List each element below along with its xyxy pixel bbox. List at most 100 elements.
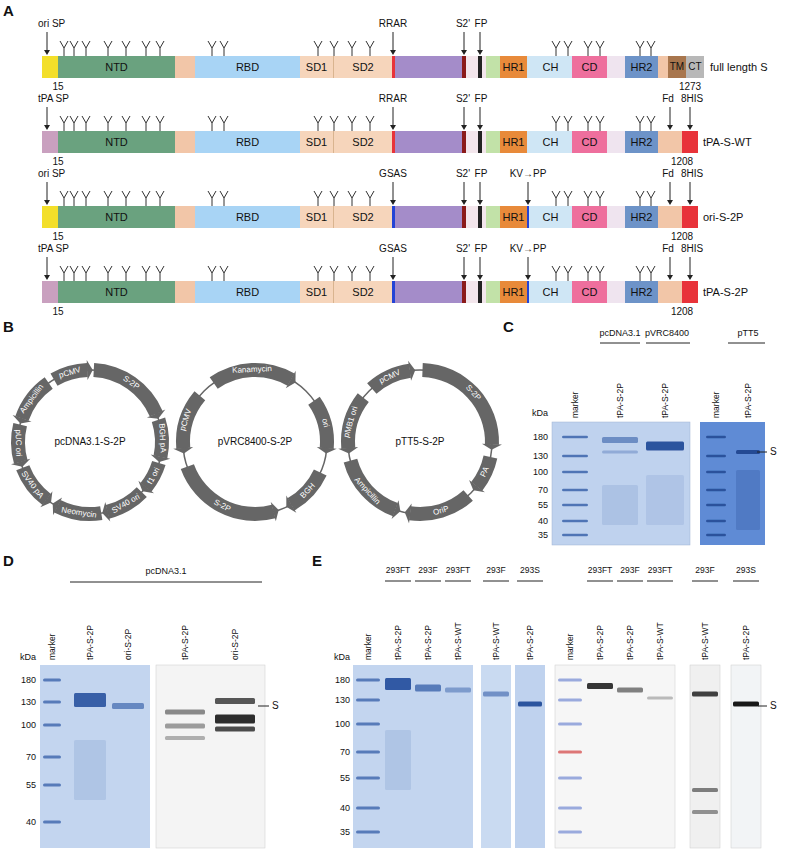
feature-arrowhead <box>147 410 165 419</box>
glycan-symbol <box>348 266 356 281</box>
pointer-arrow <box>670 107 671 126</box>
pointer-arrow <box>47 32 48 51</box>
domain-box: NTD <box>58 131 175 153</box>
mutation-label: KV→PP <box>510 168 547 180</box>
domain-segment <box>42 56 58 78</box>
residue-number: 15 <box>52 156 63 168</box>
construct-name: tPA-S-WT <box>703 136 752 149</box>
arrow-head <box>667 275 673 280</box>
arrow-head <box>525 200 531 205</box>
lane-label: marker <box>565 634 575 660</box>
domain-segment <box>462 206 466 228</box>
band-pointer <box>758 706 767 707</box>
mw-label: 70 <box>538 485 548 495</box>
domain-segment <box>392 131 395 153</box>
domain-segment <box>42 131 58 153</box>
lane-label: tPA-S-2P <box>615 383 625 418</box>
plasmid-name-box: pTT5-S-2P <box>392 435 449 449</box>
panel-letter: D <box>3 552 14 569</box>
arrow-head <box>390 275 396 280</box>
glycan-symbol <box>70 41 78 56</box>
domain-name: CD <box>582 62 598 73</box>
protein-band <box>415 685 441 692</box>
domain-box: RBD <box>195 281 300 303</box>
domain-name: SD1 <box>306 137 327 148</box>
gel-image <box>40 665 150 848</box>
domain-name: CH <box>543 62 559 73</box>
glycan-symbol <box>552 266 560 281</box>
site-label: FP <box>475 93 488 105</box>
header-rule <box>517 581 543 582</box>
feature-arrowhead <box>286 371 296 388</box>
glycan-symbol <box>156 41 164 56</box>
protein-band <box>558 699 582 702</box>
domain-name: TM <box>670 62 684 72</box>
glycan-symbol <box>122 116 130 131</box>
glycan-symbol <box>348 191 356 206</box>
glycan-symbol <box>142 116 150 131</box>
arrow-head <box>44 50 50 55</box>
glycan-symbol <box>647 191 655 206</box>
gel-image <box>700 422 765 545</box>
domain-name: NTD <box>105 287 128 298</box>
domain-name: HR1 <box>502 137 524 148</box>
tag-label: 8HIS <box>681 168 703 180</box>
domain-box: NTD <box>58 56 175 78</box>
arrow-head <box>44 275 50 280</box>
tag-label: Fd <box>662 93 674 105</box>
domain-name: CH <box>543 287 559 298</box>
pointer-arrow <box>528 182 529 201</box>
protein-band <box>736 450 760 454</box>
band-pointer <box>258 706 269 707</box>
lane-label: tPA-S-2P <box>85 625 95 660</box>
glycan-symbol <box>636 191 644 206</box>
vector-header: pTT5 <box>737 328 758 338</box>
site-label: GSAS <box>379 168 407 180</box>
header-rule <box>617 581 643 582</box>
pointer-arrow <box>480 107 481 126</box>
glycan-symbol <box>156 266 164 281</box>
protein-band <box>43 701 61 704</box>
band-label: S <box>770 446 777 458</box>
lane-label: marker <box>47 634 57 660</box>
arrow-head <box>44 200 50 205</box>
glycan-symbol <box>348 116 356 131</box>
domain-name: SD1 <box>306 62 327 73</box>
protein-band <box>733 702 759 707</box>
domain-segment <box>42 206 58 228</box>
pointer-arrow <box>480 182 481 201</box>
arrow-head <box>687 200 693 205</box>
domain-segment <box>658 56 668 78</box>
domain-segment <box>682 281 698 303</box>
arrow-head <box>461 50 467 55</box>
unit-label: kDa <box>532 408 548 418</box>
panel-letter: A <box>3 2 14 19</box>
header-rule <box>600 343 640 344</box>
feature-arrow <box>106 487 147 519</box>
protein-band <box>558 679 582 682</box>
cell-line-header: 293S <box>520 566 540 576</box>
protein-band <box>43 679 61 682</box>
construct-bar <box>42 182 698 228</box>
site-label: FP <box>475 18 488 30</box>
domain-box: CH <box>529 281 572 303</box>
domain-segment <box>395 206 462 228</box>
gel-image <box>353 665 473 848</box>
gel-image <box>552 422 690 545</box>
panel-letter: B <box>3 318 14 335</box>
domain-segment <box>658 206 668 228</box>
domain-segment <box>392 56 395 78</box>
lane-label: ori-S-2P <box>123 629 133 660</box>
protein-band <box>706 436 726 439</box>
feature-arrowhead <box>317 447 337 453</box>
domain-segment <box>682 206 698 228</box>
domain-box: HR1 <box>500 56 527 78</box>
mw-label: 180 <box>335 675 350 685</box>
pointer-arrow <box>690 182 691 201</box>
domain-name: RBD <box>236 137 259 148</box>
domain-box: HR1 <box>500 131 527 153</box>
site-label: S2' <box>456 168 470 180</box>
construct-bar <box>42 107 698 153</box>
glycan-symbol <box>82 41 90 56</box>
